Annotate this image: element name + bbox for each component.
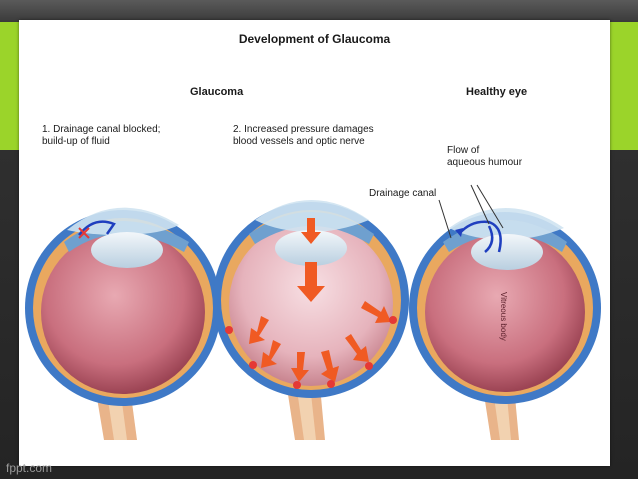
eye-glaucoma-blocked <box>25 207 221 440</box>
heading-healthy-eye: Healthy eye <box>466 86 528 98</box>
eye-glaucoma-pressure <box>213 200 409 440</box>
flow-label: Flow of aqueous humour <box>447 145 523 168</box>
drainage-canal-label: Drainage canal <box>369 188 437 199</box>
diagram-title: Development of Glaucoma <box>238 32 391 46</box>
slide: Development of Glaucoma Glaucoma Healthy… <box>19 20 610 466</box>
top-bar <box>0 0 638 22</box>
eye-healthy: Vitreous body <box>409 184 601 440</box>
heading-glaucoma: Glaucoma <box>190 86 244 98</box>
watermark: fppt.com <box>6 461 53 475</box>
eye-illustrations: Vitreous body <box>25 184 601 440</box>
step1-caption: 1. Drainage canal blocked; build-up of f… <box>42 124 161 147</box>
vitreous-body-label: Vitreous body <box>499 292 508 341</box>
step2-caption: 2. Increased pressure damages blood vess… <box>233 124 374 147</box>
